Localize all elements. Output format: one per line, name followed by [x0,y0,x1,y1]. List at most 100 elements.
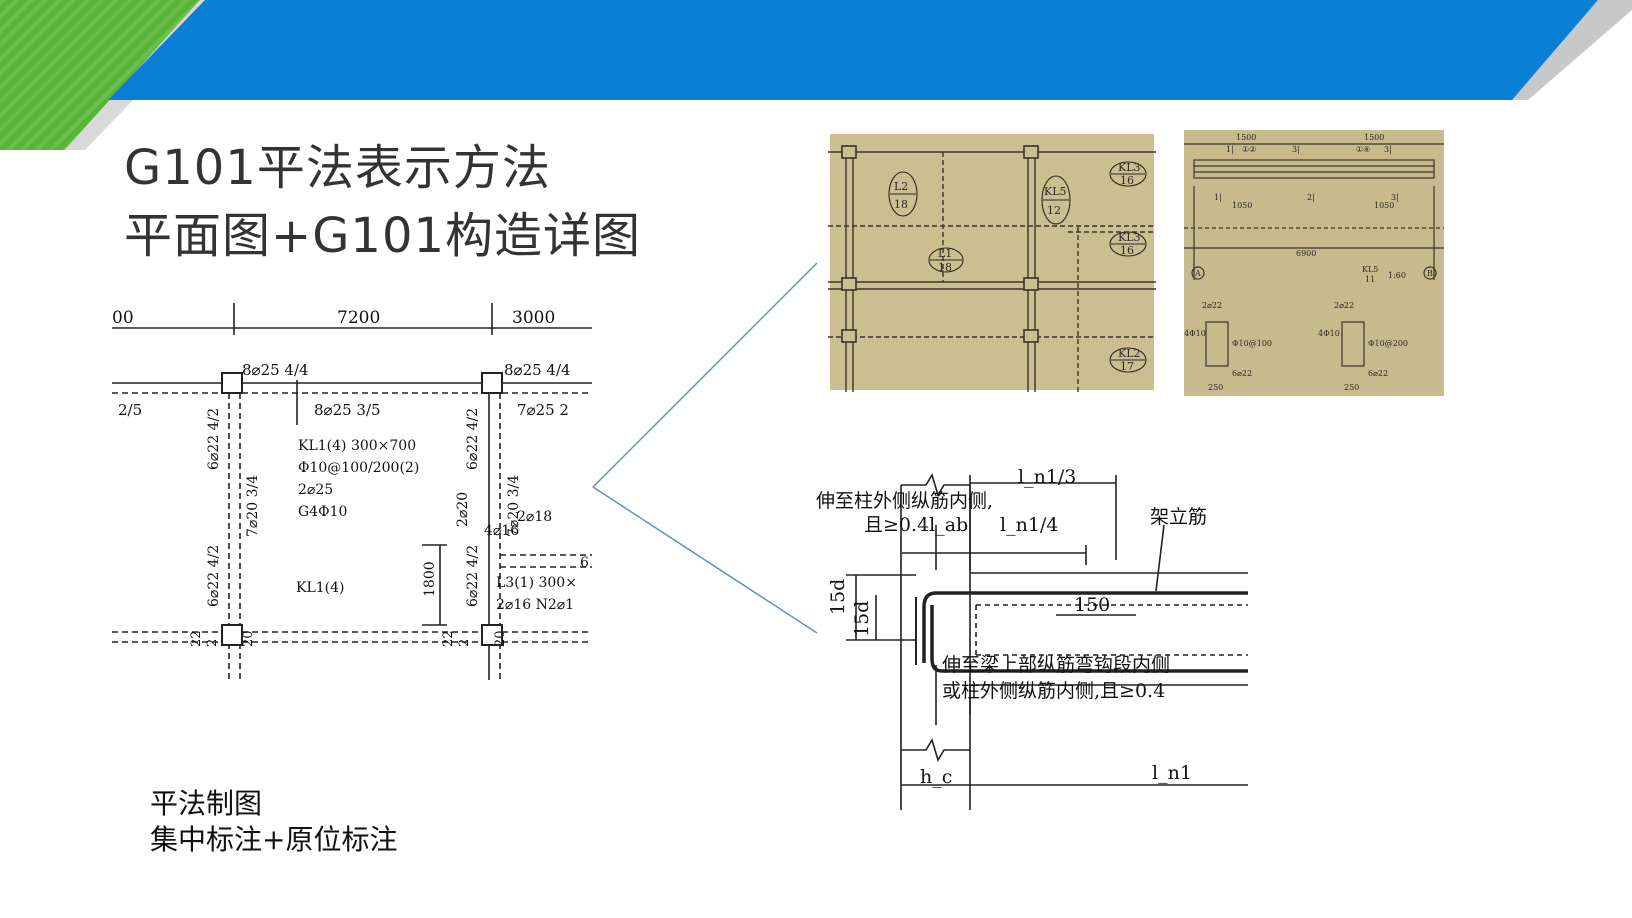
dim-ln1-3: l_n1/3 [1018,466,1076,488]
svg-text:KL3: KL3 [1118,231,1141,244]
pd-mark-2a: ①④ [1356,145,1370,154]
note-extend-2: 且≥0.4l_ab [864,514,968,536]
pd-sec-rebar-2: 2⌀22 [1334,301,1354,310]
dim-left: 00 [112,308,134,328]
centralized-note-1: KL1(4) 300×700 [298,438,416,454]
svg-text:12: 12 [1047,204,1061,217]
header-blue-bar [108,0,1628,100]
col-left-mid: 7⌀20 3/4 [245,475,261,537]
pd-mark-2b: 3| [1384,145,1392,154]
dim-15d-b: 15d [851,601,873,637]
pd-dim-top-2: 1500 [1364,133,1384,142]
pd-sec-250-2: 250 [1344,383,1359,392]
svg-text:18: 18 [938,261,952,274]
caption-annotation-types: 集中标注+原位标注 [150,823,398,856]
svg-text:16: 16 [1120,174,1134,187]
l3-note-1: L3(1) 300× [496,575,577,591]
pd-axis-b: B [1427,269,1433,278]
svg-text:KL2: KL2 [1118,347,1141,360]
l3-edge: 6 [580,555,589,571]
pd-mark-1c: 3| [1292,145,1300,154]
column-top-right [481,372,503,394]
dim-15d-a: 15d [827,579,849,615]
svg-text:17: 17 [1120,360,1134,373]
pd-sec-250-1: 250 [1208,383,1223,392]
right-4-16: 4⌀16 [484,523,519,539]
pd-dim-6900: 6900 [1296,249,1316,258]
centralized-note-4: G4Φ10 [298,504,347,520]
col-right-small: 2⌀20 [455,492,471,527]
mid-rebar: 8⌀25 3/5 [314,401,381,419]
plan-tag-kl3-top: KL3 16 [1109,161,1147,187]
pd-section-label-3: 3| [1391,193,1399,202]
bottom-22-right: 22 [441,630,456,647]
plan-tag-kl2: KL2 17 [1109,347,1147,373]
bottom-2-left: 2 [205,639,220,647]
pd-section-label-1: 1| [1214,193,1222,202]
pd-section-label-2: 2| [1307,193,1315,202]
note-hook-2: 或柱外侧纵筋内侧,且≥0.4 [942,680,1165,702]
right-rebar: 7⌀25 2 [517,401,569,419]
dim-150: 150 [1074,594,1110,616]
dim-span: 7200 [337,308,380,328]
plan-tag-kl3-mid: KL3 16 [1109,231,1147,257]
pd-sec-bottom-2: 6⌀22 [1368,369,1388,378]
svg-text:L1: L1 [938,247,952,260]
note-hook-1: 伸至梁上部纵筋弯钩段内侧 [942,654,1170,676]
svg-text:18: 18 [894,198,908,211]
pd-mark-1a: 1| [1226,145,1234,154]
plan-tag-kl5: KL5 12 [1041,175,1071,225]
caption-flat-method-drawing: 平法制图 [150,787,263,820]
bottom-2-right: 2 [457,639,472,647]
slide-title-line-1: G101平法表示方法 [124,140,551,196]
dim-ln1-4: l_n1/4 [1000,514,1058,536]
centralized-note-2: Φ10@100/200(2) [298,460,419,476]
pointer-line-lower [592,486,818,634]
pd-sec-4410-1: 4Φ10 [1184,329,1206,338]
col-right-upper: 6⌀22 4/2 [465,408,481,470]
top-rebar-left: 8⌀25 4/4 [242,361,309,379]
pd-sec-stirrup-1: Φ10@100 [1232,339,1272,348]
pd-dim-1050-left: 1050 [1232,201,1252,210]
right-2-18: 2⌀18 [517,509,552,525]
pd-dim-top-1: 1500 [1236,133,1256,142]
photo-beam-detail: 1500 1500 1| ①② 3| ①④ 3| 1050 1050 6900 … [1184,130,1444,396]
anchorage-detail-drawing: l_n1/3 l_n1/4 伸至柱外侧纵筋内侧, 且≥0.4l_ab 架立筋 1… [816,466,1248,810]
bottom-20-left: 20 [241,630,256,647]
plan-tag-l1: L1 18 [928,247,964,274]
bottom-20-right: 20 [493,630,508,647]
pd-sec-bottom-1: 6⌀22 [1232,369,1252,378]
pointer-arrows [592,262,818,634]
top-rebar-right: 8⌀25 4/4 [504,361,571,379]
col-right-lower: 6⌀22 4/2 [465,545,481,607]
pd-dim-1050-right: 1050 [1374,201,1394,210]
pd-sec-4410-2: 4Φ10 [1318,329,1340,338]
col-left-upper: 6⌀22 4/2 [206,408,222,470]
slide-title-line-2: 平面图+G101构造详图 [124,208,642,264]
bottom-22-left: 22 [189,630,204,647]
dim-hc: h_c [920,766,952,788]
note-extend-1: 伸至柱外侧纵筋内侧, [816,490,993,512]
pd-sec-stirrup-2: Φ10@200 [1368,339,1408,348]
col-right-mid: 7⌀20 3/4 [506,475,522,537]
column-bottom-left [221,624,243,646]
dim-ln1: l_n1 [1152,762,1192,784]
l3-note-2: 2⌀16 N2⌀1 [496,597,574,613]
pointer-line-upper [592,262,818,488]
plan-tag-l2: L2 18 [888,171,918,217]
beam-kl1-label: KL1(4) [296,580,345,596]
centralized-note-3: 2⌀25 [298,482,333,498]
pd-scale-note: 1:60 [1388,271,1406,280]
plan-drawing: 00 7200 3000 8⌀25 4/4 8⌀25 4/4 2/5 8⌀25 … [112,303,592,680]
pd-beam-tag-bottom: 11 [1365,275,1375,284]
pd-mark-1b: ①② [1242,145,1256,154]
header-gray-accent-right [1512,0,1632,100]
pd-sec-rebar-1: 2⌀22 [1202,301,1222,310]
svg-text:16: 16 [1120,244,1134,257]
column-bottom-right [481,624,503,646]
header-green-accent [0,0,210,150]
photo-floor-plan: L2 18 KL5 12 KL3 16 L1 18 KL3 16 [828,132,1156,392]
erect-bar-label: 架立筋 [1150,506,1207,528]
left-edge-label: 2/5 [118,401,142,419]
column-top-left [221,372,243,394]
